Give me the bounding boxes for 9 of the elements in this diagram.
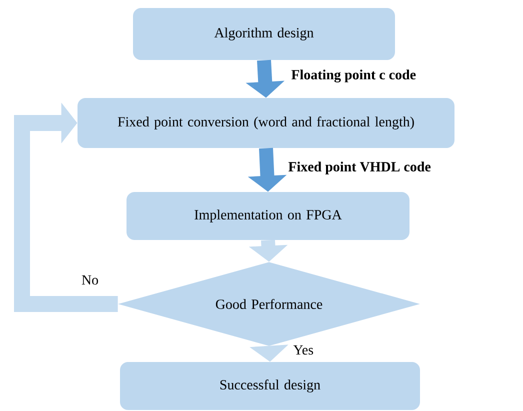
process-box: Successful design [120,362,420,410]
process-box: Algorithm design [133,8,395,60]
edge-label: Fixed point VHDL code [287,160,432,176]
edge-label: Yes [292,344,315,356]
process-box: Fixed point conversion (word and fractional length) [78,98,454,148]
arrow [14,102,118,312]
process-box: Implementation on FPGA [126,192,410,240]
edge-label: Floating point c code [290,68,418,84]
edge-label: No [80,274,100,286]
